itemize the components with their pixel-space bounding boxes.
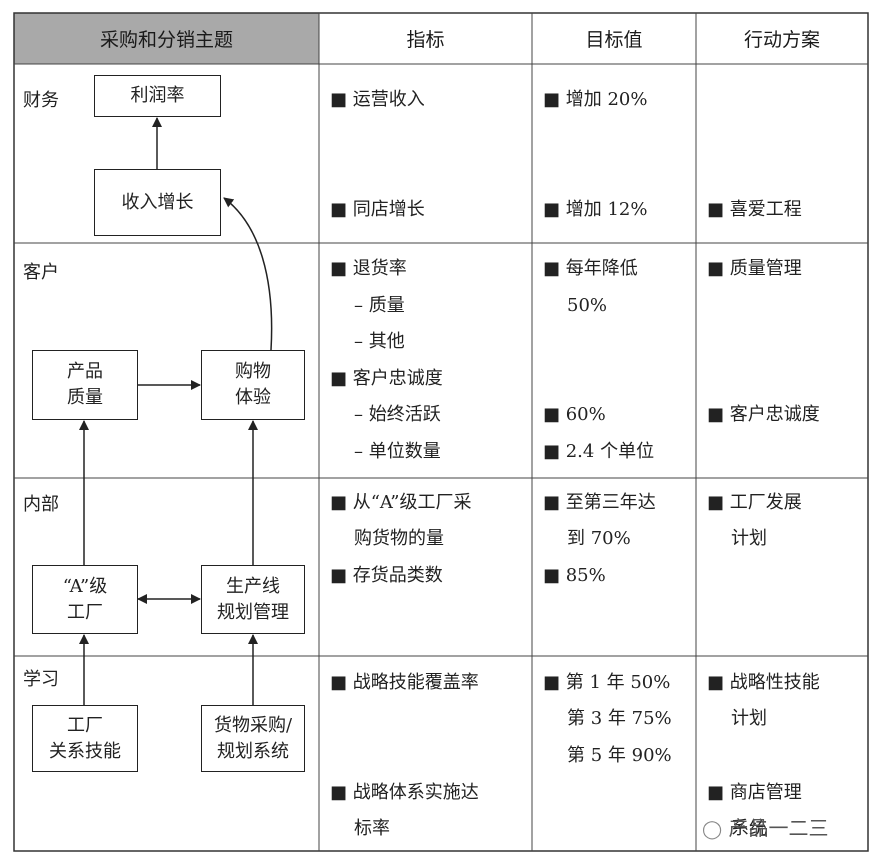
- indicator-subitem: – 其他: [354, 331, 405, 352]
- action-item-continued: 系统: [731, 818, 767, 839]
- header-target: 目标值: [585, 29, 643, 51]
- indicator-subitem: – 单位数量: [354, 441, 441, 462]
- indicator-item-continued: 标率: [354, 818, 390, 839]
- target-item-continued: 到 70%: [567, 528, 631, 549]
- target-item: ■ 至第三年达: [543, 492, 656, 513]
- target-item: ■ 增加 20%: [543, 89, 648, 110]
- indicator-item: ■ 战略体系实施达: [330, 782, 479, 803]
- box-factory-relation-skills: 工厂 关系技能: [32, 705, 138, 772]
- box-line: 生产线: [226, 575, 280, 597]
- box-line: 货物采购/: [213, 714, 293, 736]
- indicator-subitem: – 始终活跃: [354, 404, 441, 425]
- action-item: ■ 工厂发展: [707, 492, 802, 513]
- target-item: ■ 85%: [543, 565, 606, 586]
- box-line: 工厂: [67, 601, 103, 623]
- action-item: ■ 质量管理: [707, 258, 802, 279]
- target-item: ■ 增加 12%: [543, 199, 648, 220]
- header-indicator: 指标: [406, 29, 445, 51]
- indicator-item: ■ 战略技能覆盖率: [330, 672, 479, 693]
- section-label-internal: 内部: [23, 494, 59, 515]
- action-item: ■ 喜爱工程: [707, 199, 802, 220]
- box-profit-margin: 利润率: [94, 75, 221, 117]
- indicator-item: ■ 从“A”级工厂采: [330, 492, 472, 513]
- section-label-finance: 财务: [23, 90, 59, 111]
- target-item-continued: 第 5 年 90%: [567, 745, 672, 766]
- watermark-text: 产品一二三: [728, 816, 829, 840]
- target-item: ■ 60%: [543, 404, 606, 425]
- box-line: “A”级: [62, 575, 108, 597]
- action-item: ■ 战略性技能: [707, 672, 820, 693]
- action-item: ■ 商店管理: [707, 782, 802, 803]
- box-product-quality: 产品 质量: [32, 350, 138, 420]
- action-item-continued: 计划: [731, 708, 767, 729]
- section-label-customer: 客户: [23, 262, 59, 283]
- header-action: 行动方案: [743, 29, 820, 51]
- box-production-planning: 生产线 规划管理: [201, 565, 305, 634]
- indicator-item: ■ 运营收入: [330, 89, 425, 110]
- indicator-item: ■ 退货率: [330, 258, 407, 279]
- box-line: 产品: [67, 361, 103, 382]
- box-revenue-growth: 收入增长: [94, 169, 221, 236]
- indicator-item-continued: 购货物的量: [354, 528, 444, 549]
- target-item: ■ 每年降低: [543, 258, 638, 279]
- arrow-shopping-to-revenue: [223, 197, 273, 351]
- box-line: 工厂: [67, 714, 103, 736]
- box-line: 收入增长: [121, 191, 194, 213]
- box-line: 关系技能: [49, 740, 121, 762]
- target-item-continued: 第 3 年 75%: [567, 708, 672, 729]
- indicator-item: ■ 同店增长: [330, 199, 425, 220]
- box-shopping-experience: 购物 体验: [201, 350, 305, 420]
- action-item: ■ 客户忠诚度: [707, 404, 820, 425]
- box-line: 规划管理: [217, 601, 289, 623]
- target-item-continued: 50%: [567, 295, 608, 316]
- section-label-learning: 学习: [23, 669, 59, 690]
- watermark: ◯ 产品一二三: [702, 812, 829, 841]
- box-line: 规划系统: [217, 740, 289, 762]
- target-item: ■ 2.4 个单位: [543, 441, 655, 462]
- wechat-icon: ◯: [702, 819, 723, 840]
- header-theme: 采购和分销主题: [14, 13, 319, 64]
- target-item: ■ 第 1 年 50%: [543, 672, 671, 693]
- box-line: 购物: [235, 361, 271, 382]
- box-procurement-system: 货物采购/ 规划系统: [201, 705, 305, 772]
- indicator-subitem: – 质量: [354, 295, 405, 316]
- box-line: 利润率: [130, 85, 185, 106]
- indicator-item: ■ 存货品类数: [330, 565, 443, 586]
- box-line: 体验: [235, 387, 271, 408]
- box-line: 质量: [67, 387, 103, 408]
- indicator-item: ■ 客户忠诚度: [330, 368, 443, 389]
- action-item-continued: 计划: [731, 528, 767, 549]
- box-a-grade-factory: “A”级 工厂: [32, 565, 138, 634]
